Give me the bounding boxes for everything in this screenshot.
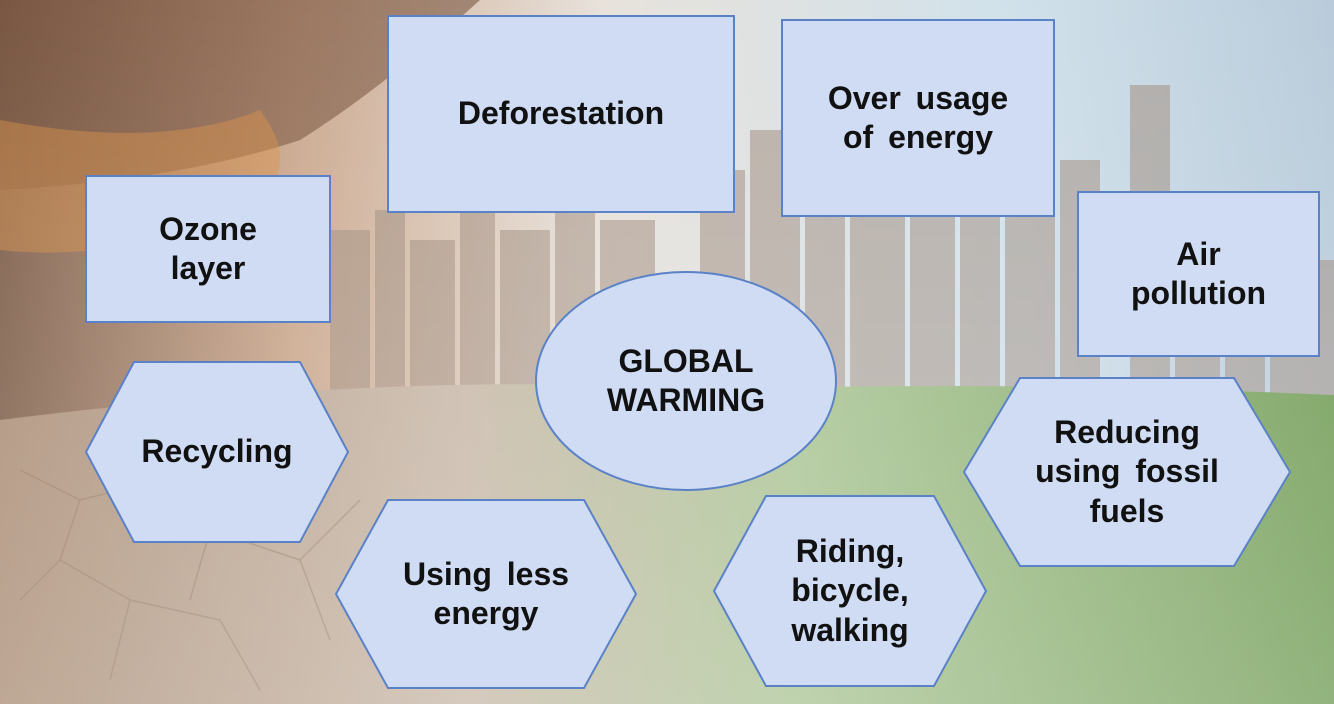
recycling-hexagon (84, 361, 350, 543)
using-less-energy-hexagon (334, 499, 638, 689)
global-warming-ellipse (535, 271, 837, 491)
riding-bicycle-walking-hexagon (712, 495, 988, 687)
deforestation-box (387, 15, 735, 213)
ozone-layer-box (85, 175, 331, 323)
over-usage-of-energy-box (781, 19, 1055, 217)
diagram-shapes (84, 15, 1320, 689)
air-pollution-box (1077, 191, 1320, 357)
reducing-using-fossil-fuels-hexagon (962, 377, 1292, 567)
